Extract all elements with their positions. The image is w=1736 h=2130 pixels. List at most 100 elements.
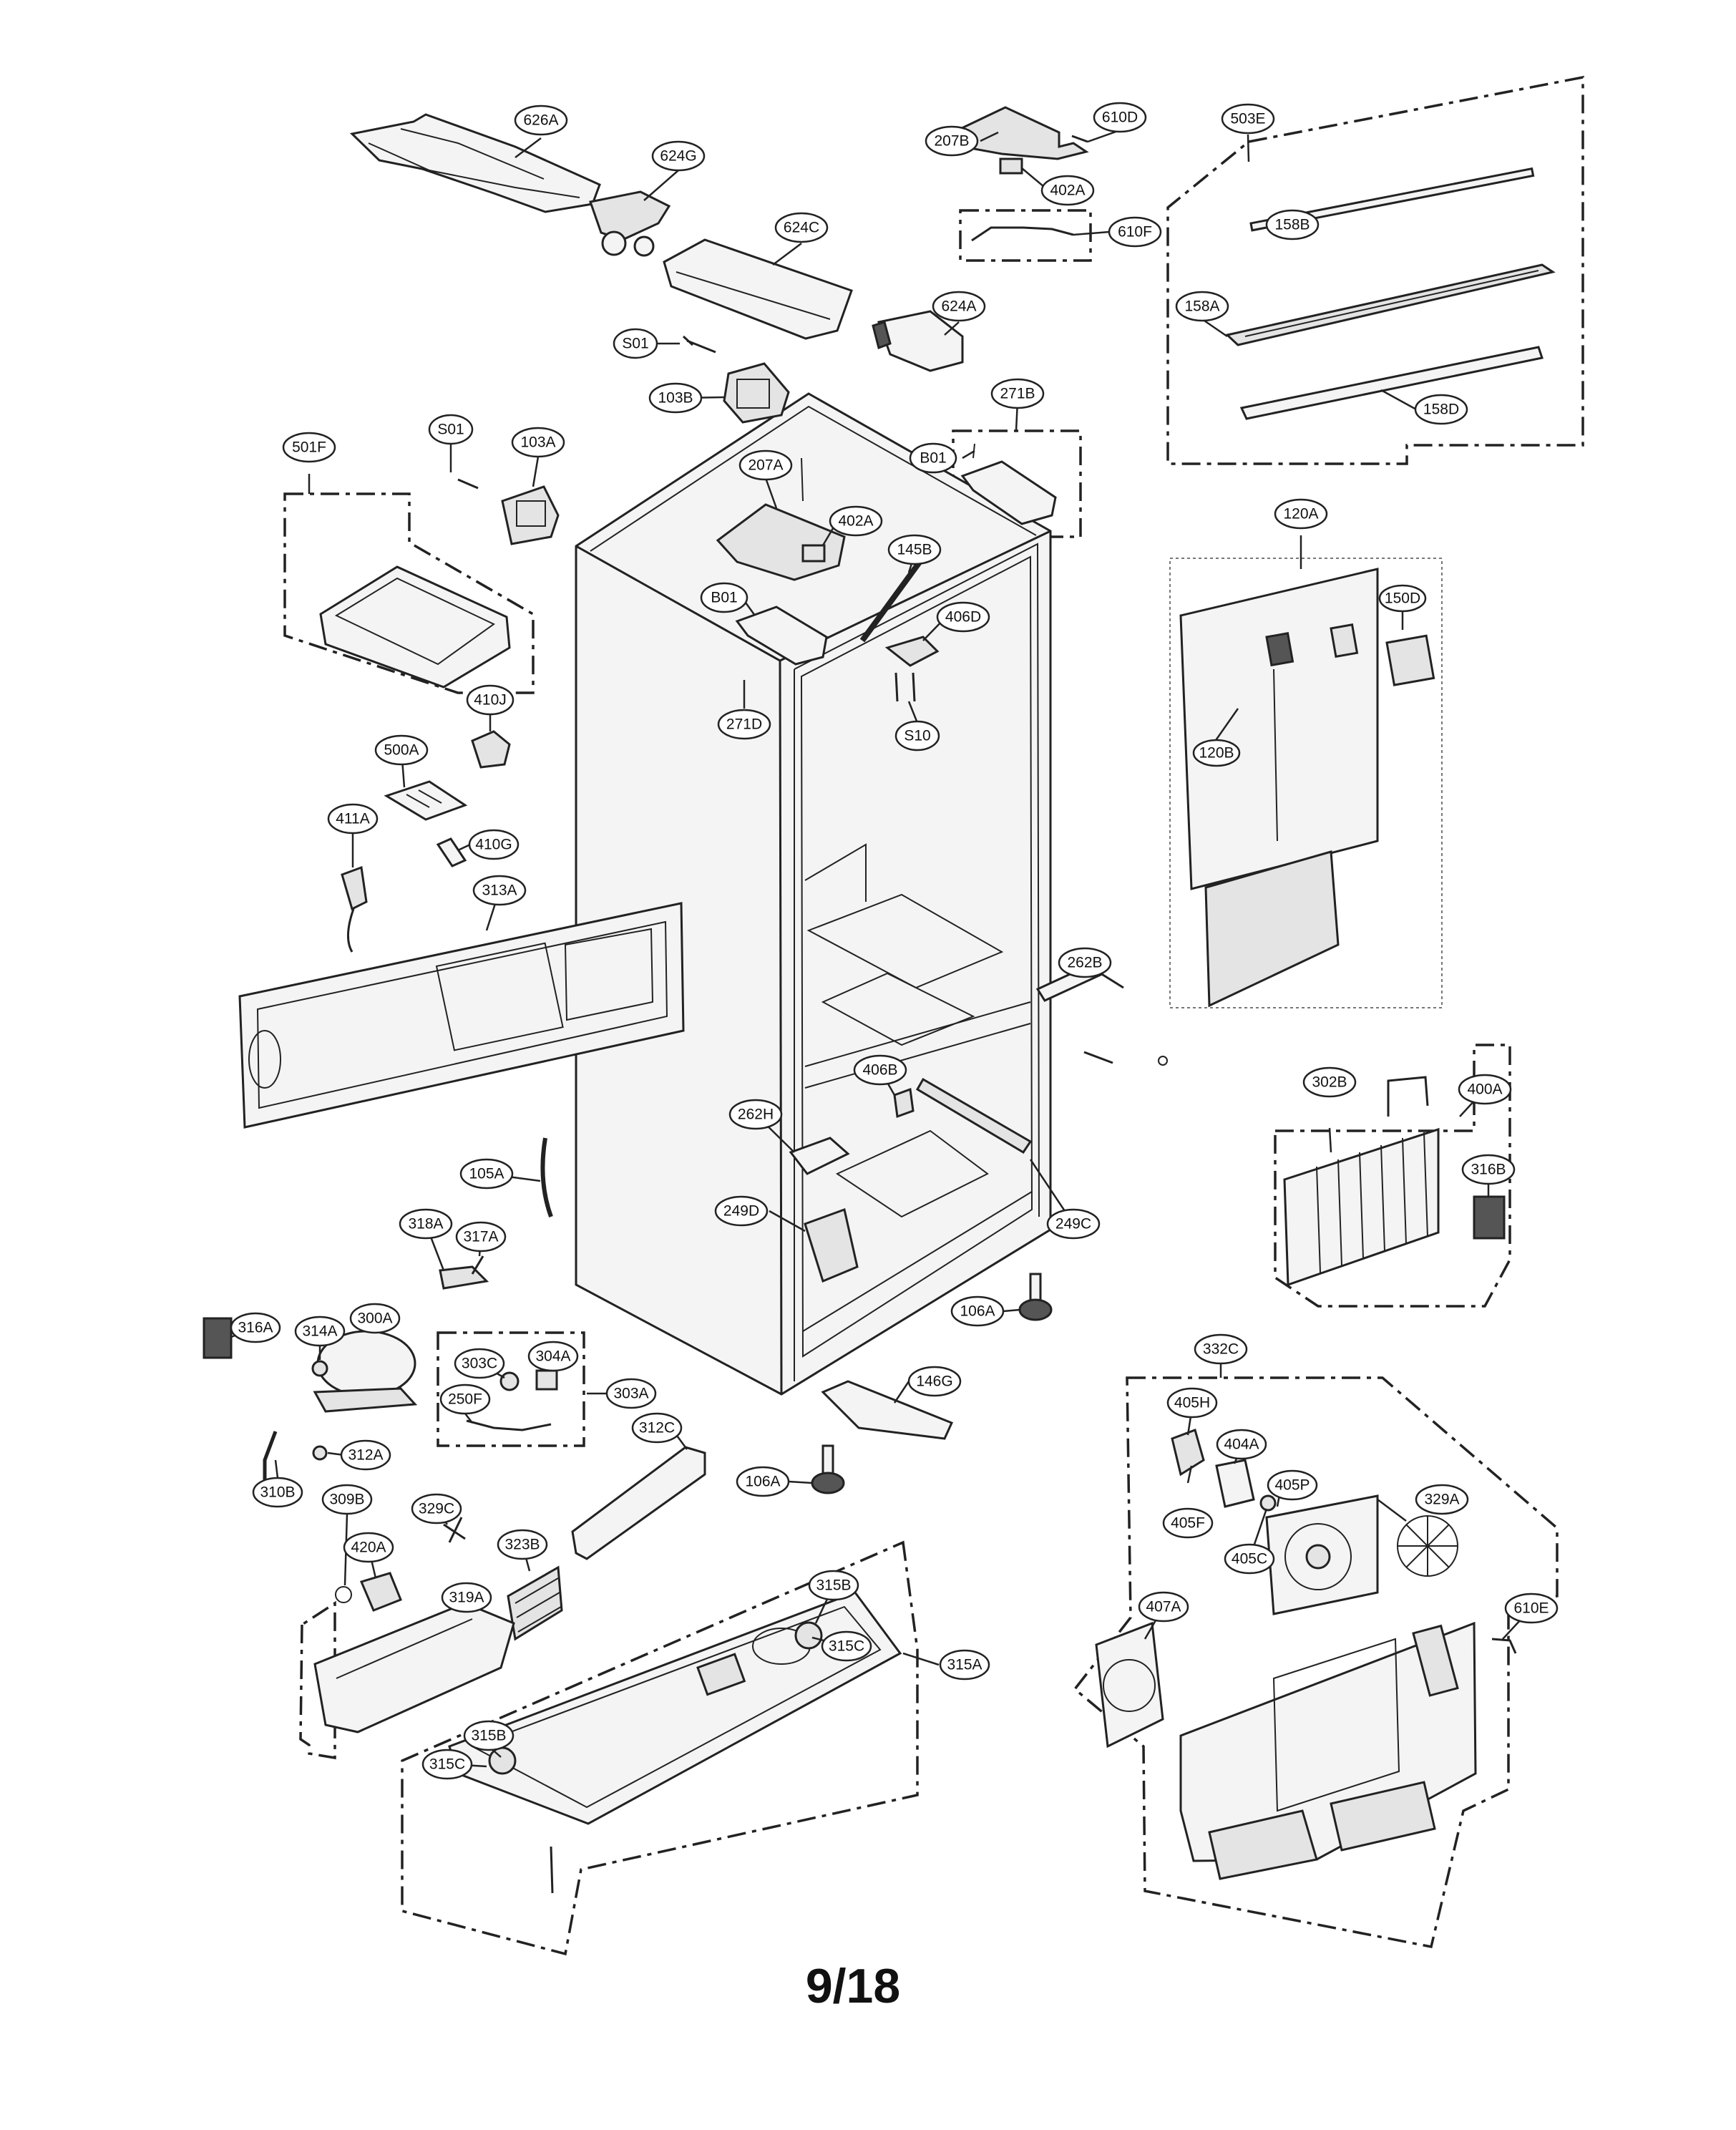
callout-610F: 610F: [1108, 216, 1162, 248]
cabinet: [575, 392, 1052, 1396]
callout-624G: 624G: [651, 140, 706, 172]
callout-text: 624A: [941, 298, 976, 315]
part-103A: [501, 485, 560, 545]
callout-500A: 500A: [374, 734, 429, 766]
callout-text: 316B: [1471, 1162, 1506, 1178]
callout-146G: 146G: [907, 1366, 962, 1397]
callout-S01-top: S01: [613, 328, 658, 359]
callout-302B: 302B: [1302, 1066, 1357, 1098]
callout-text: 406D: [945, 609, 981, 626]
callout-text: 317A: [463, 1229, 498, 1245]
callout-309B: 309B: [321, 1484, 373, 1515]
callout-503E: 503E: [1221, 103, 1275, 135]
callout-text: 303C: [462, 1356, 497, 1372]
callout-text: 249C: [1055, 1216, 1091, 1232]
part-106A-foot-lower: [811, 1444, 845, 1494]
callout-312A: 312A: [340, 1439, 391, 1471]
callout-text: 315B: [471, 1728, 506, 1744]
callout-text: 313A: [482, 882, 517, 899]
group-outline-503E: [1166, 75, 1584, 465]
callout-text: 314A: [302, 1323, 337, 1340]
callout-312C: 312C: [631, 1412, 683, 1444]
callout-text: 410G: [475, 837, 512, 853]
callout-158B: 158B: [1265, 209, 1320, 240]
callout-262B: 262B: [1058, 947, 1112, 978]
callout-103A: 103A: [511, 427, 565, 458]
part-323B-coil: [507, 1565, 563, 1641]
callout-text: 315C: [829, 1638, 864, 1655]
callout-158A: 158A: [1175, 291, 1229, 322]
part-410G: [436, 837, 467, 867]
callout-150D: 150D: [1378, 584, 1427, 613]
callout-text: 300A: [357, 1310, 392, 1327]
part-158D: [1239, 346, 1544, 420]
callout-400A: 400A: [1458, 1074, 1512, 1105]
callout-text: 624C: [784, 220, 819, 236]
part-S01-screw-top: [682, 335, 716, 354]
part-303A-relay: [466, 1369, 558, 1431]
part-262B-hinge: [1035, 961, 1168, 1066]
callout-315C-upper: 315C: [821, 1630, 872, 1662]
callout-626A: 626A: [514, 104, 568, 136]
part-309B-420A-329C: [335, 1517, 466, 1612]
callout-text: 309B: [329, 1492, 364, 1508]
callout-315B-upper: 315B: [808, 1570, 859, 1601]
callout-S10: S10: [894, 720, 940, 752]
part-310B: [263, 1431, 278, 1487]
callout-317A: 317A: [455, 1221, 507, 1253]
callout-410J: 410J: [466, 684, 515, 716]
callout-text: 319A: [449, 1590, 484, 1606]
callout-text: 332C: [1203, 1341, 1239, 1358]
callout-405F: 405F: [1162, 1507, 1214, 1539]
callout-145B: 145B: [887, 534, 942, 565]
callout-405H: 405H: [1166, 1387, 1218, 1419]
callout-text: 310B: [260, 1484, 295, 1501]
callout-315B-lower: 315B: [463, 1720, 515, 1751]
callout-text: 271B: [1000, 386, 1035, 402]
callout-text: 610D: [1102, 110, 1138, 126]
part-249C: [915, 1077, 1033, 1154]
callout-text: 402A: [1050, 183, 1085, 199]
callout-text: 402A: [838, 513, 873, 530]
callout-text: 624G: [660, 148, 696, 165]
callout-text: 316A: [238, 1320, 273, 1336]
callout-text: 329C: [419, 1501, 454, 1517]
part-316A-pad: [203, 1317, 233, 1359]
part-411A: [341, 865, 368, 953]
callout-text: 105A: [469, 1166, 504, 1182]
group-outline-303A: [437, 1331, 585, 1447]
callout-text: 329A: [1424, 1492, 1459, 1508]
callout-406D: 406D: [936, 601, 990, 633]
callout-314A: 314A: [294, 1316, 346, 1347]
callout-text: 207B: [934, 133, 969, 150]
callout-text: 158D: [1423, 402, 1459, 418]
callout-271D: 271D: [717, 709, 771, 740]
callout-315A: 315A: [939, 1649, 990, 1681]
group-outline-332C: [1073, 1376, 1559, 1949]
callout-406B: 406B: [853, 1054, 907, 1086]
callout-402A-top: 402A: [1040, 175, 1095, 206]
callout-text: 249D: [723, 1203, 759, 1220]
part-249D: [804, 1208, 859, 1283]
part-624A: [872, 310, 964, 372]
callout-624C: 624C: [774, 212, 829, 243]
callout-text: S01: [437, 422, 464, 438]
callout-text: 405H: [1174, 1395, 1210, 1411]
callout-text: 405P: [1274, 1477, 1310, 1494]
callout-410G: 410G: [468, 829, 520, 860]
callout-323B: 323B: [497, 1529, 548, 1560]
callout-text: S10: [904, 728, 930, 744]
callout-318A: 318A: [399, 1208, 453, 1240]
callout-text: 207A: [748, 457, 783, 474]
callout-411A: 411A: [327, 803, 379, 835]
callout-249C: 249C: [1046, 1208, 1101, 1240]
callout-text: 405F: [1171, 1515, 1205, 1532]
page-number: 9/18: [806, 1959, 900, 2013]
callout-B01-mid: B01: [700, 582, 748, 613]
part-624G: [589, 190, 671, 257]
part-318A-317A: [439, 1255, 489, 1290]
callout-text: 302B: [1312, 1074, 1347, 1091]
callout-303C: 303C: [454, 1348, 505, 1379]
part-407A-fan: [1095, 1621, 1164, 1749]
